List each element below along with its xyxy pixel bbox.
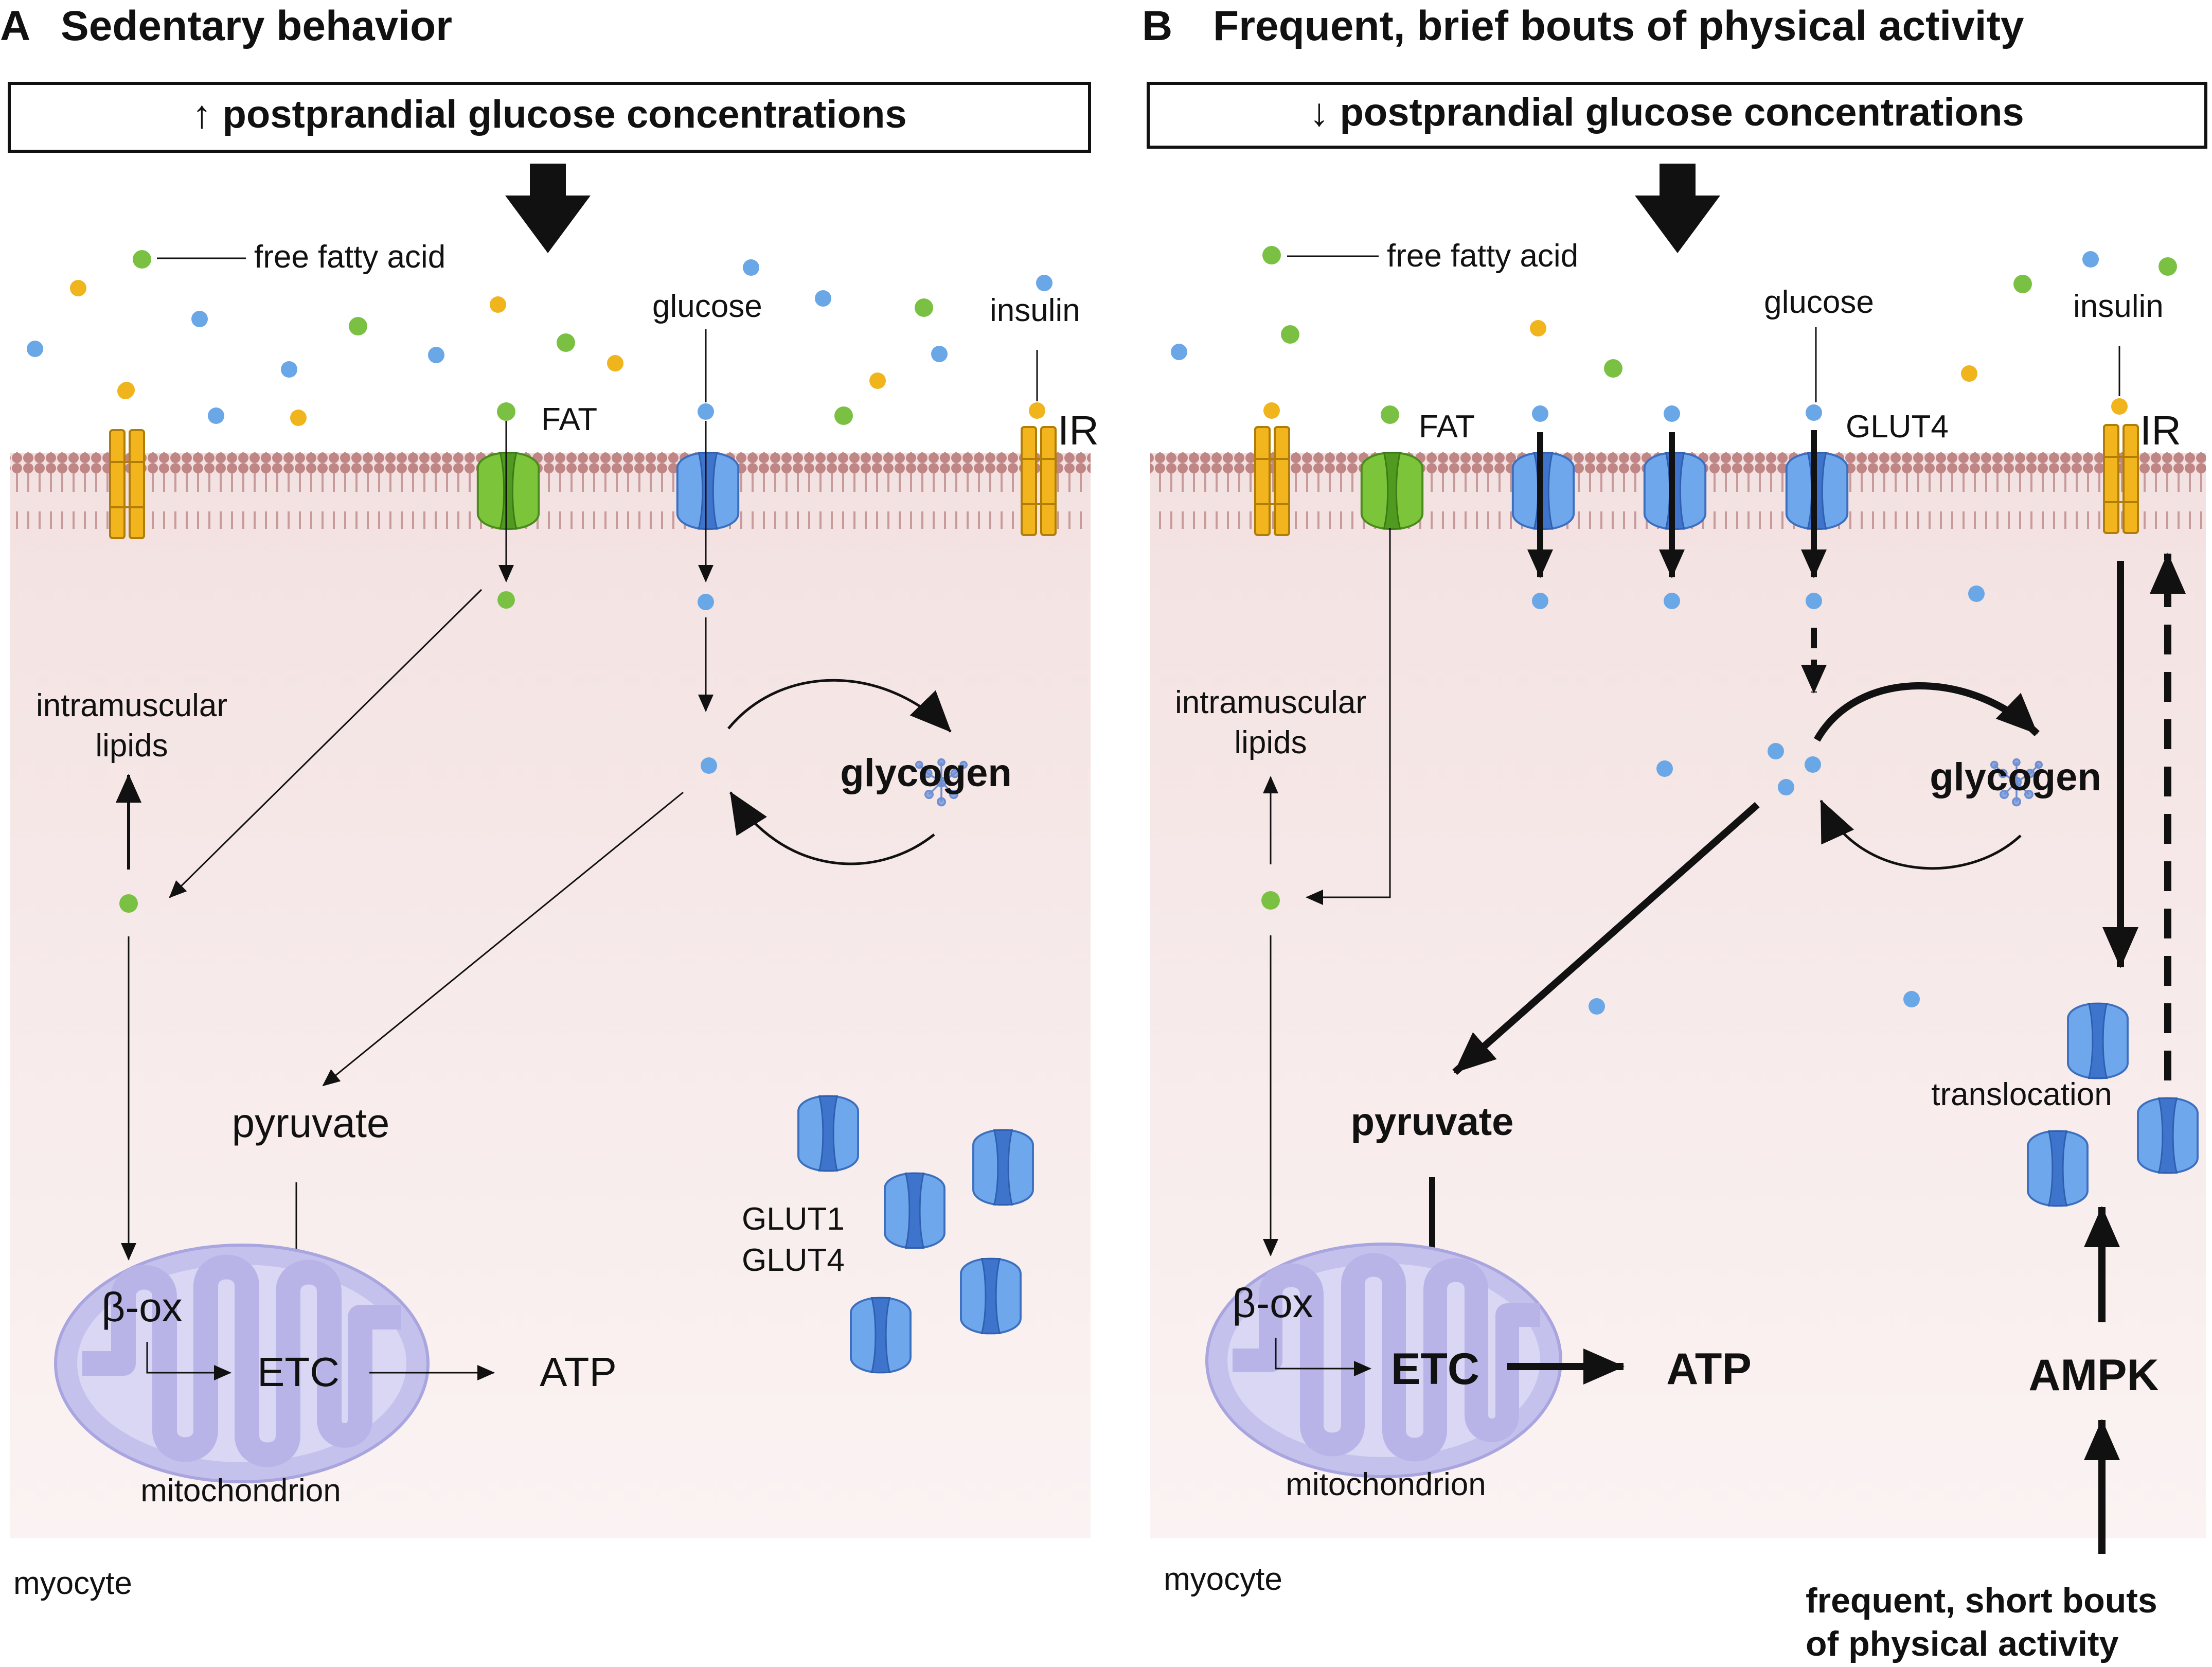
fat-transporter <box>476 452 540 530</box>
glycogen-cycle-top <box>727 679 952 733</box>
glut4-label: GLUT4 <box>1846 409 1949 445</box>
mitochondrion-label: mitochondrion <box>1286 1467 1486 1502</box>
pyruvate-label: pyruvate <box>1351 1100 1514 1144</box>
panel-a: A Sedentary behavior ↑ postprandial gluc… <box>0 3 1099 1601</box>
glucose-to-pyruvate-arrow <box>322 791 684 1087</box>
cell-membrane <box>10 452 1091 529</box>
mitochondrion <box>1205 1243 1562 1478</box>
panel-a-banner-text: ↑ postprandial glucose concentrations <box>192 93 906 136</box>
glut-vesicle <box>960 1257 1022 1335</box>
atp-label: ATP <box>1666 1344 1752 1394</box>
ffa-label: free fatty acid <box>254 239 445 275</box>
lipids-label: lipids <box>1234 725 1307 760</box>
glycogen-label: glycogen <box>840 751 1012 795</box>
betaox-to-etc-arrow <box>146 1342 231 1380</box>
glut-vesicle <box>972 1129 1034 1206</box>
glut4-vesicle <box>2027 1130 2089 1207</box>
myocyte-label: myocyte <box>13 1566 132 1601</box>
ffa-to-lipid-arrow <box>1306 528 1391 905</box>
glycogen-label: glycogen <box>1930 755 2101 799</box>
panel-b-banner-box <box>1147 82 2207 149</box>
big-down-arrow <box>1635 164 1720 253</box>
glut-vesicle <box>850 1297 912 1374</box>
glucose-label: glucose <box>1764 285 1874 320</box>
pyruvate-label: pyruvate <box>232 1100 390 1146</box>
bouts-label-line2: of physical activity <box>1806 1624 2119 1663</box>
ffa-to-lipid-arrow <box>169 589 483 898</box>
panel-a-banner-box <box>8 82 1091 153</box>
atp-label: ATP <box>540 1349 617 1395</box>
translocation-label: translocation <box>1931 1077 2112 1112</box>
glut-vesicle <box>884 1172 946 1249</box>
ffa-label: free fatty acid <box>1387 238 1578 274</box>
insulin-label: insulin <box>990 293 1080 328</box>
glut-vesicle <box>797 1095 859 1172</box>
glycogen-cycle-bottom <box>729 791 935 865</box>
panel-b-banner-text: ↓ postprandial glucose concentrations <box>1309 91 2024 134</box>
beta-ox-label: β-ox <box>101 1284 182 1330</box>
panel-b-title: Frequent, brief bouts of physical activi… <box>1213 3 2024 49</box>
panel-a-title: Sedentary behavior <box>61 3 452 49</box>
beta-ox-label: β-ox <box>1232 1280 1313 1326</box>
glycogen-cycle-bottom <box>1819 800 2022 870</box>
fat-label: FAT <box>541 402 597 437</box>
ampk-label: AMPK <box>2028 1351 2159 1400</box>
glut1-label: GLUT1 <box>742 1201 845 1237</box>
fat-transporter <box>1360 452 1424 530</box>
ir-label: IR <box>2140 407 2181 453</box>
lipids-label: lipids <box>95 728 168 764</box>
intramuscular-label: intramuscular <box>36 688 227 723</box>
glucose-label: glucose <box>652 289 762 324</box>
etc-label: ETC <box>1391 1344 1479 1394</box>
glut4-vesicle <box>2137 1097 2199 1174</box>
glut-transporter <box>676 452 740 530</box>
intramuscular-label: intramuscular <box>1175 685 1366 720</box>
big-down-arrow <box>505 164 591 253</box>
fat-label: FAT <box>1419 409 1475 445</box>
betaox-to-etc-arrow <box>1275 1338 1371 1376</box>
ir-label: IR <box>1058 407 1099 453</box>
etc-label: ETC <box>257 1349 340 1395</box>
insulin-label: insulin <box>2073 289 2164 324</box>
panel-b-letter: B <box>1142 3 1172 49</box>
mitochondrion <box>54 1244 430 1483</box>
glucose-to-pyruvate-arrow <box>1452 802 1760 1075</box>
mitochondrion-label: mitochondrion <box>140 1473 341 1509</box>
myocyte-label: myocyte <box>1164 1562 1282 1597</box>
panel-b: B Frequent, brief bouts of physical acti… <box>1142 3 2207 1663</box>
glycogen-cycle-top <box>1813 682 2040 742</box>
extracellular-particles <box>27 250 1053 426</box>
panel-a-letter: A <box>0 3 30 49</box>
extracellular-particles <box>1171 246 2177 382</box>
bouts-label-line1: frequent, short bouts <box>1806 1581 2157 1620</box>
glut4-label: GLUT4 <box>742 1243 845 1278</box>
glut4-vesicle <box>2067 1002 2129 1079</box>
